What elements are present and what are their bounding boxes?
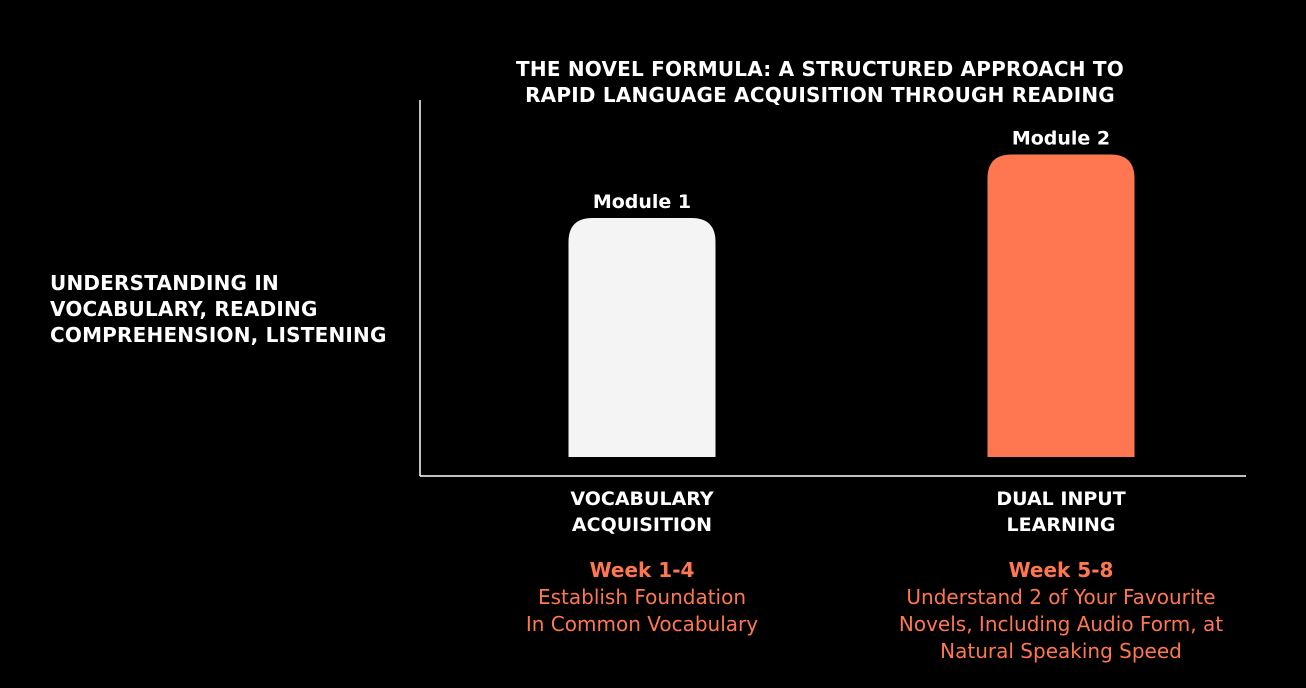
category-label-line: LEARNING — [1006, 514, 1116, 536]
category-label-line: VOCABULARY — [570, 488, 714, 510]
module-2-note: Week 5-8 Understand 2 of Your Favourite … — [861, 557, 1261, 665]
chart-title: THE NOVEL FORMULA: A STRUCTURED APPROACH… — [420, 56, 1220, 108]
category-label-dual-input-learning: DUAL INPUT LEARNING — [891, 486, 1231, 538]
bar-label-module-2: Module 2 — [1012, 127, 1110, 149]
description-line: Establish Foundation — [537, 585, 747, 609]
category-label-line: DUAL INPUT — [996, 488, 1126, 510]
category-label-line: ACQUISITION — [571, 514, 713, 536]
bar-module-2 — [987, 154, 1135, 457]
category-label-vocabulary-acquisition: VOCABULARY ACQUISITION — [472, 486, 812, 538]
chart-title-line-2: RAPID LANGUAGE ACQUISITION THROUGH READI… — [525, 83, 1115, 107]
y-axis-label-line-2: VOCABULARY, READING — [50, 297, 318, 321]
y-axis-label-line-1: UNDERSTANDING IN — [50, 271, 279, 295]
y-axis-label-line-3: COMPREHENSION, LISTENING — [50, 323, 387, 347]
description-line: Natural Speaking Speed — [940, 639, 1182, 663]
description-line: Novels, Including Audio Form, at — [898, 612, 1224, 636]
chart-title-line-1: THE NOVEL FORMULA: A STRUCTURED APPROACH… — [516, 57, 1124, 81]
bars-group: Module 1 Module 2 — [568, 127, 1135, 457]
bar-module-1 — [568, 217, 716, 457]
description-line: Understand 2 of Your Favourite — [906, 585, 1216, 609]
week-label: Week 5-8 — [1008, 558, 1114, 582]
y-axis-label: UNDERSTANDING IN VOCABULARY, READING COM… — [50, 270, 410, 348]
module-1-note: Week 1-4 Establish Foundation In Common … — [442, 557, 842, 638]
week-label: Week 1-4 — [589, 558, 695, 582]
description-line: In Common Vocabulary — [525, 612, 759, 636]
bar-label-module-1: Module 1 — [593, 191, 691, 213]
